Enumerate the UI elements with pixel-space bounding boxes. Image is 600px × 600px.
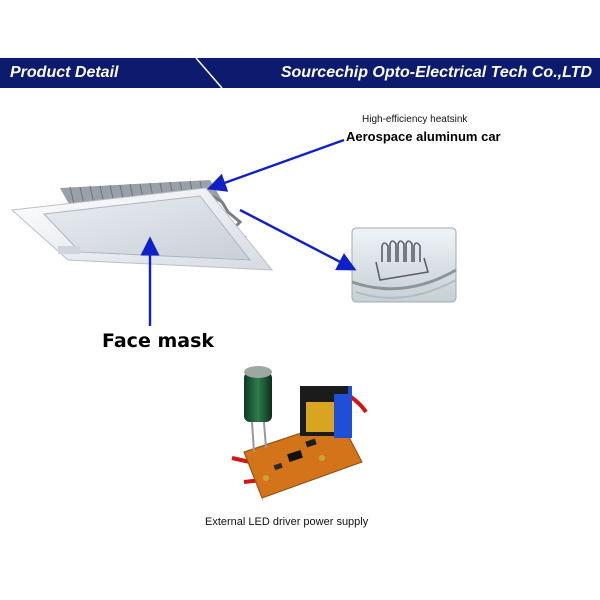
driver-caption: External LED driver power supply	[205, 516, 369, 528]
arrow-to-heatsink	[206, 138, 345, 192]
heatsink-title: Aerospace aluminum car	[346, 129, 501, 144]
heatsink-caption: High-efficiency heatsink	[362, 114, 468, 125]
company-name: Sourcechip Opto-Electrical Tech Co.,LTD	[280, 64, 592, 81]
header-bar: Product Detail Sourcechip Opto-Electrica…	[0, 58, 600, 88]
led-driver-board	[231, 366, 368, 504]
header-divider	[195, 58, 223, 88]
heatsink-detail-inset	[351, 227, 457, 303]
face-mask-label: Face mask	[102, 330, 215, 352]
face-mask-diffuser	[42, 195, 252, 261]
callout-arrows	[140, 138, 357, 326]
mount-tab	[58, 246, 80, 254]
page-title: Product Detail	[10, 64, 119, 81]
arrow-to-inset	[239, 208, 357, 271]
